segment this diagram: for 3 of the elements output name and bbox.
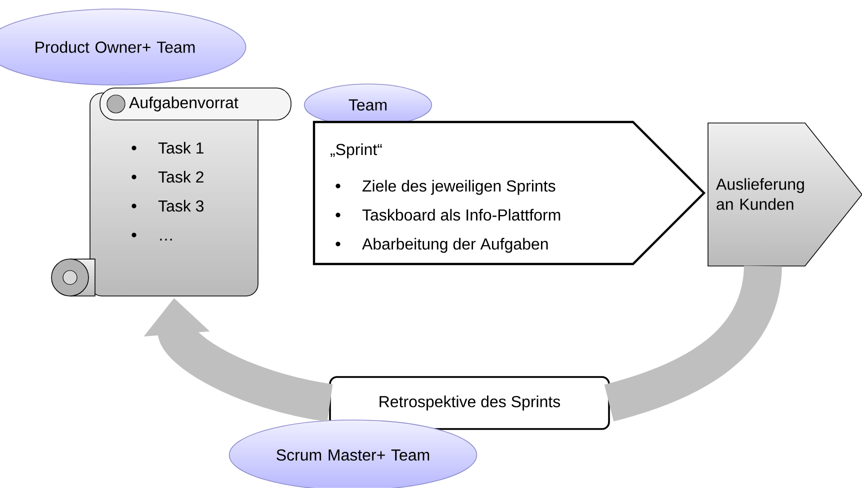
- retrospective-box: Retrospektive des Sprints: [329, 376, 610, 430]
- sprint-pentagon: „Sprint“ Ziele des jeweiligen Sprints Taskboard als Info-Plattform Abarbeitung der Aufgaben: [312, 120, 706, 266]
- delivery-chevron: Auslieferung an Kunden: [708, 122, 862, 266]
